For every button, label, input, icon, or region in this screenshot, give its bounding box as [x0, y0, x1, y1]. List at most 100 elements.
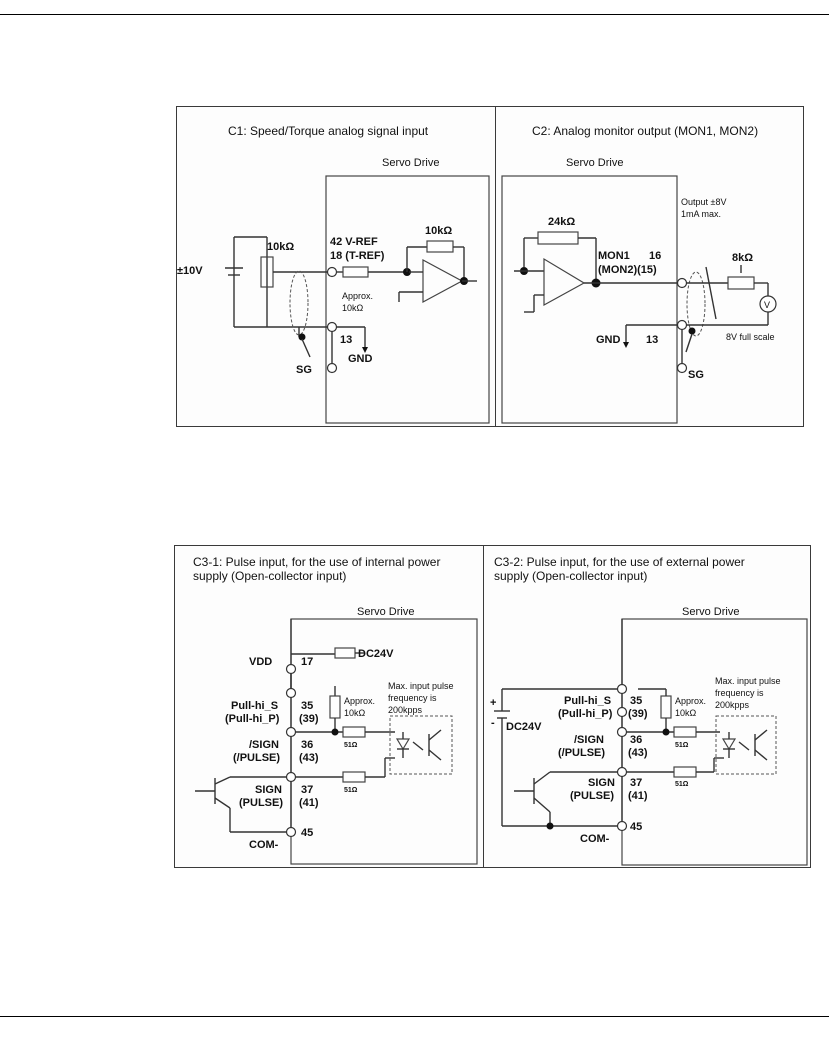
c32-pulse: (PULSE) — [570, 790, 614, 802]
c2-meter-label: V — [764, 300, 770, 310]
c31-sign: SIGN — [255, 784, 282, 796]
pulse-input-figure: C3-1: Pulse input, for the use of intern… — [174, 545, 811, 868]
c2-shield — [686, 271, 706, 337]
c1-opamp — [422, 258, 464, 304]
panel-divider-2 — [483, 546, 484, 867]
c31-pin45: 45 — [301, 827, 313, 839]
c31-pin45-node — [285, 826, 297, 838]
c31-r2-label: 51Ω — [344, 787, 358, 794]
c1-supply-label: ±10V — [177, 265, 203, 277]
bottom-rule — [0, 1016, 829, 1017]
c31-pulse: (PULSE) — [239, 797, 283, 809]
c32-optocoupler — [715, 715, 777, 775]
c1-vref-label: 42 V-REF — [330, 236, 378, 248]
c31-sign-bar: /SIGN — [249, 739, 279, 751]
c31-drive-label: Servo Drive — [357, 606, 414, 618]
c2-gnd-label: GND — [596, 334, 621, 346]
c2-opamp — [543, 257, 586, 307]
c31-pin35-node — [285, 687, 297, 699]
c32-r2-label: 51Ω — [675, 781, 689, 788]
c31-approx: Approx. — [344, 696, 375, 706]
c32-approx: Approx. — [675, 696, 706, 706]
c2-feedback-resistor — [537, 231, 579, 245]
c32-pullup-resistor — [660, 695, 672, 719]
c2-mon-node — [676, 277, 688, 289]
c31-com: COM- — [249, 839, 279, 851]
c31-r1-label: 51Ω — [344, 742, 358, 749]
c2-load-label: 8kΩ — [732, 252, 753, 264]
c1-drive-label: Servo Drive — [382, 157, 439, 169]
c2-drive-label: Servo Drive — [566, 157, 623, 169]
c31-pin43: (43) — [299, 752, 319, 764]
c32-pin36-node — [616, 726, 628, 738]
c1-feedback-resistor — [426, 240, 454, 253]
c31-optocoupler — [389, 715, 453, 775]
c1-shield — [289, 270, 309, 336]
c1-pot-label: 10kΩ — [267, 241, 294, 253]
c32-external-power-diagram: Servo Drive + - DC24V Pull-hi_S (Pull-hi… — [490, 606, 808, 866]
c32-max2: frequency is — [715, 688, 764, 698]
analog-io-figure: C1: Speed/Torque analog signal input C2:… — [176, 106, 804, 427]
c32-pullhi-p: (Pull-hi_P) — [558, 708, 613, 720]
c31-internal-power-diagram: Servo Drive DC24V VDD 17 Pull-hi_S (Pull… — [195, 606, 478, 865]
c32-pin37: 37 — [630, 777, 642, 789]
c2-mon1-pin: 16 — [649, 250, 661, 262]
c31-r2 — [342, 771, 366, 783]
c32-servo-drive-box — [621, 618, 808, 866]
c1-title: C1: Speed/Torque analog signal input — [228, 124, 429, 138]
c1-input-resistor — [342, 266, 369, 278]
c32-title: C3-2: Pulse input, for the use of extern… — [494, 555, 745, 583]
c32-pin35: 35 — [630, 695, 642, 707]
c31-pin37: 37 — [301, 784, 313, 796]
c1-feedback-label: 10kΩ — [425, 225, 452, 237]
c31-dc-symbol — [334, 647, 356, 659]
c31-pin37-node — [285, 771, 297, 783]
c2-title: C2: Analog monitor output (MON1, MON2) — [532, 124, 759, 138]
c2-output-max: 1mA max. — [681, 209, 721, 219]
c32-pin39: (39) — [628, 708, 648, 720]
c32-pin41: (41) — [628, 790, 648, 802]
c32-r1-label: 51Ω — [675, 742, 689, 749]
c1-approx-value: 10kΩ — [342, 303, 364, 313]
c1-gnd-pin: 13 — [340, 334, 352, 346]
c32-pin45-node — [616, 820, 628, 832]
c1-sg-node — [326, 362, 338, 374]
c31-r1 — [342, 726, 366, 738]
c31-vdd-label: VDD — [249, 656, 272, 668]
c32-max3: 200kpps — [715, 700, 750, 710]
c31-max1: Max. input pulse — [388, 681, 454, 691]
c32-pin45: 45 — [630, 821, 642, 833]
c2-gnd-pin: 13 — [646, 334, 658, 346]
c32-pin35-node — [616, 683, 628, 695]
c32-r1 — [673, 726, 697, 738]
c1-pin-vref-node — [326, 266, 338, 278]
c31-pin39: (39) — [299, 713, 319, 725]
c32-dc-label: DC24V — [506, 721, 542, 733]
c31-pin35: 35 — [301, 700, 313, 712]
c1-pin-gnd-node — [326, 321, 338, 333]
c1-gnd-label: GND — [348, 353, 373, 365]
c31-pullhi-s: Pull-hi_S — [231, 700, 278, 712]
c31-max2: frequency is — [388, 693, 437, 703]
c2-mon1-label: MON1 — [598, 250, 630, 262]
c32-minus: - — [491, 717, 495, 729]
c31-pin41: (41) — [299, 797, 319, 809]
c2-mon2-label: (MON2)(15) — [598, 264, 657, 276]
c31-pulse-bar: (/PULSE) — [233, 752, 280, 764]
c31-pullhi-p: (Pull-hi_P) — [225, 713, 280, 725]
c32-sign: SIGN — [588, 777, 615, 789]
c32-approx-val: 10kΩ — [675, 708, 697, 718]
c31-vdd-node — [285, 663, 297, 675]
c32-pin37-node — [616, 766, 628, 778]
c31-dc-label: DC24V — [358, 648, 394, 660]
c31-approx-val: 10kΩ — [344, 708, 366, 718]
panel-divider — [495, 107, 496, 426]
c2-load-resistor — [727, 276, 755, 290]
c1-speed-torque-diagram: Servo Drive ±10V 10kΩ 42 V-REF 18 (T-REF… — [177, 157, 490, 424]
c31-pin17: 17 — [301, 656, 313, 668]
c1-approx-label: Approx. — [342, 291, 373, 301]
c32-pin39-node — [616, 706, 628, 718]
c32-pullhi-s: Pull-hi_S — [564, 695, 611, 707]
c31-title: C3-1: Pulse input, for the use of intern… — [193, 555, 441, 583]
c32-pin43: (43) — [628, 747, 648, 759]
